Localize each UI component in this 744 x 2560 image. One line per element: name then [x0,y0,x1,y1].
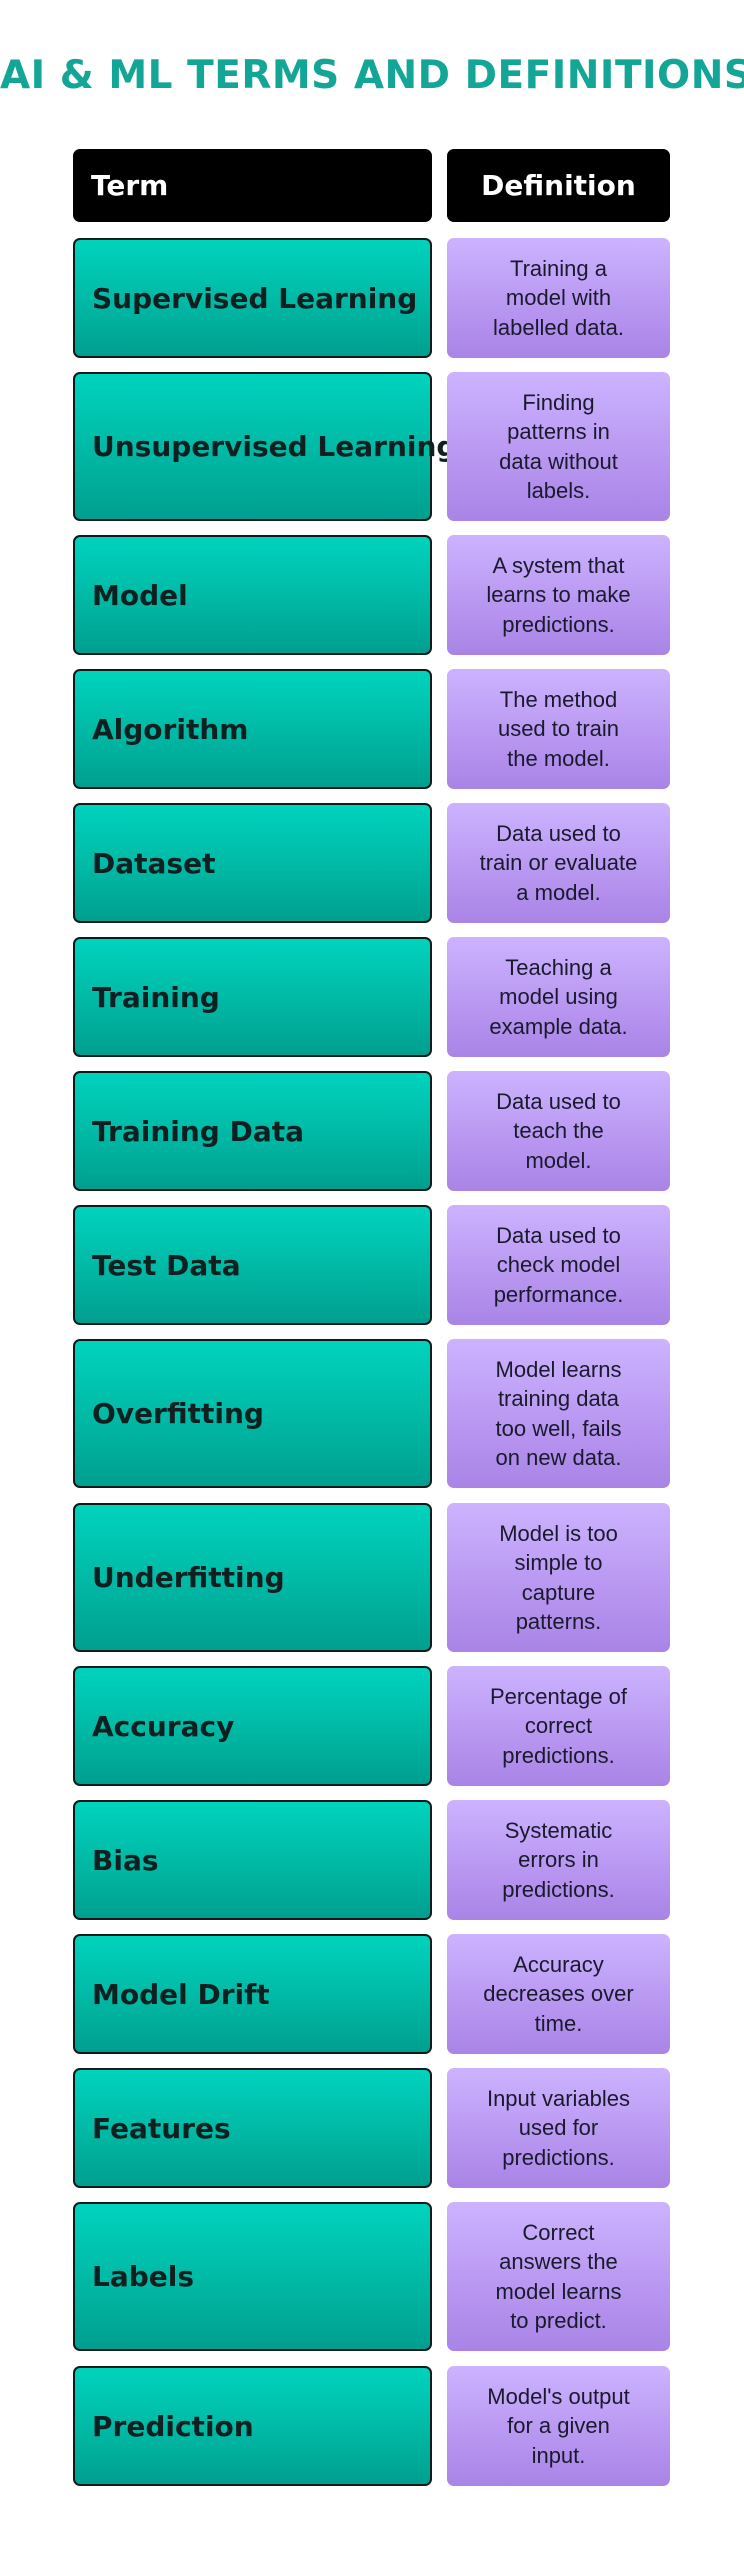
term-cell: Dataset [73,803,432,923]
term-cell: Accuracy [73,1666,432,1786]
term-cell: Test Data [73,1205,432,1325]
term-cell: Labels [73,2202,432,2351]
term-cell: Overfitting [73,1339,432,1488]
term-column-header: Term [73,149,432,222]
term-cell: Algorithm [73,669,432,789]
term-cell: Bias [73,1800,432,1920]
page-title: AI & ML TERMS AND DEFINITIONS [0,53,744,98]
term-cell: Supervised Learning [73,238,432,358]
term-cell: Training Data [73,1071,432,1191]
term-cell: Features [73,2068,432,2188]
term-cell: Underfitting [73,1503,432,1652]
term-cell: Unsupervised Learning [73,372,456,521]
term-cell: Training [73,937,432,1057]
term-cell: Model Drift [73,1934,432,2054]
term-cell: Prediction [73,2366,432,2486]
term-cell: Model [73,535,432,655]
definition-column-header: Definition [447,149,670,222]
